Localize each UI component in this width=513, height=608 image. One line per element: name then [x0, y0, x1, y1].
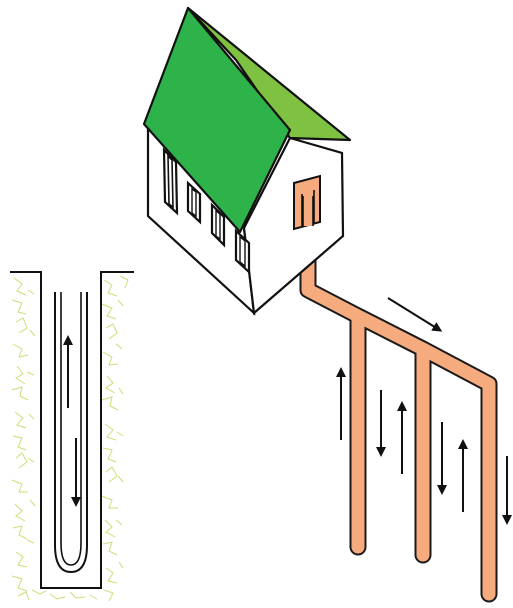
- window-2: [210, 202, 226, 248]
- pipe-entry-box: [293, 174, 321, 231]
- pipe-outline: [299, 179, 498, 603]
- window-3: [234, 228, 251, 275]
- u-loop-pipe-inner: [60, 292, 82, 566]
- soil-texture-left: [11, 277, 98, 601]
- door: [162, 147, 179, 216]
- soil-texture-right: [101, 275, 129, 602]
- borehole-wall: [10, 271, 134, 589]
- flow-arrows: [336, 297, 512, 525]
- horizontal-flow-arrow-icon: [387, 297, 443, 332]
- roof-front: [142, 6, 292, 234]
- house-icon: [142, 6, 352, 316]
- pipe-fill: [301, 181, 496, 601]
- ground-loop-pipe: [299, 179, 498, 603]
- u-loop-pipe-outer: [54, 292, 88, 574]
- borehole-cross-section: [10, 271, 134, 602]
- window-1: [186, 180, 202, 225]
- roof-side: [186, 6, 352, 142]
